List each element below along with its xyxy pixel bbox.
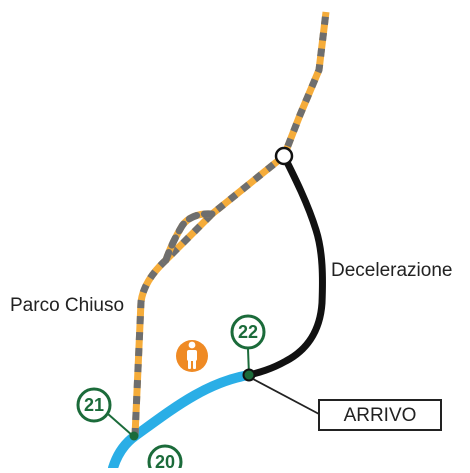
marker-22-circle (230, 314, 266, 350)
service-road-base (131, 11, 330, 437)
person-icon-right-leg (193, 360, 196, 369)
marker-22: 22 (230, 314, 266, 376)
main-track (108, 370, 254, 473)
marker-21-pointer (107, 413, 134, 437)
arrival-pointer (252, 378, 320, 415)
marker-22-dot (242, 368, 256, 382)
marker-21-dot (129, 431, 139, 441)
arrival-callout: ARRIVO (252, 378, 442, 431)
marker-20-label: 20 (155, 452, 175, 468)
arrival-label: ARRIVO (344, 405, 417, 426)
marker-21: 21 (76, 387, 134, 437)
marker-20-circle (147, 444, 183, 473)
marker-21-label: 21 (84, 395, 104, 415)
service-road-dashes (131, 11, 330, 437)
person-icon-left-leg (188, 360, 191, 369)
person-icon-head (188, 341, 196, 349)
marker-21-circle (76, 387, 112, 423)
person-icon (176, 340, 208, 372)
marker-20: 20 (147, 444, 183, 473)
junction-node (274, 146, 294, 166)
person-icon-body (187, 350, 197, 361)
service-road-loop-dashes (162, 210, 216, 264)
parco-chiuso-label: Parco Chiuso (10, 295, 124, 316)
marker-22-label: 22 (238, 322, 258, 342)
service-road (131, 11, 330, 437)
deceleration-label: Decelerazione (331, 260, 452, 281)
arrival-box (318, 399, 442, 431)
deceleration-lane (245, 152, 326, 379)
